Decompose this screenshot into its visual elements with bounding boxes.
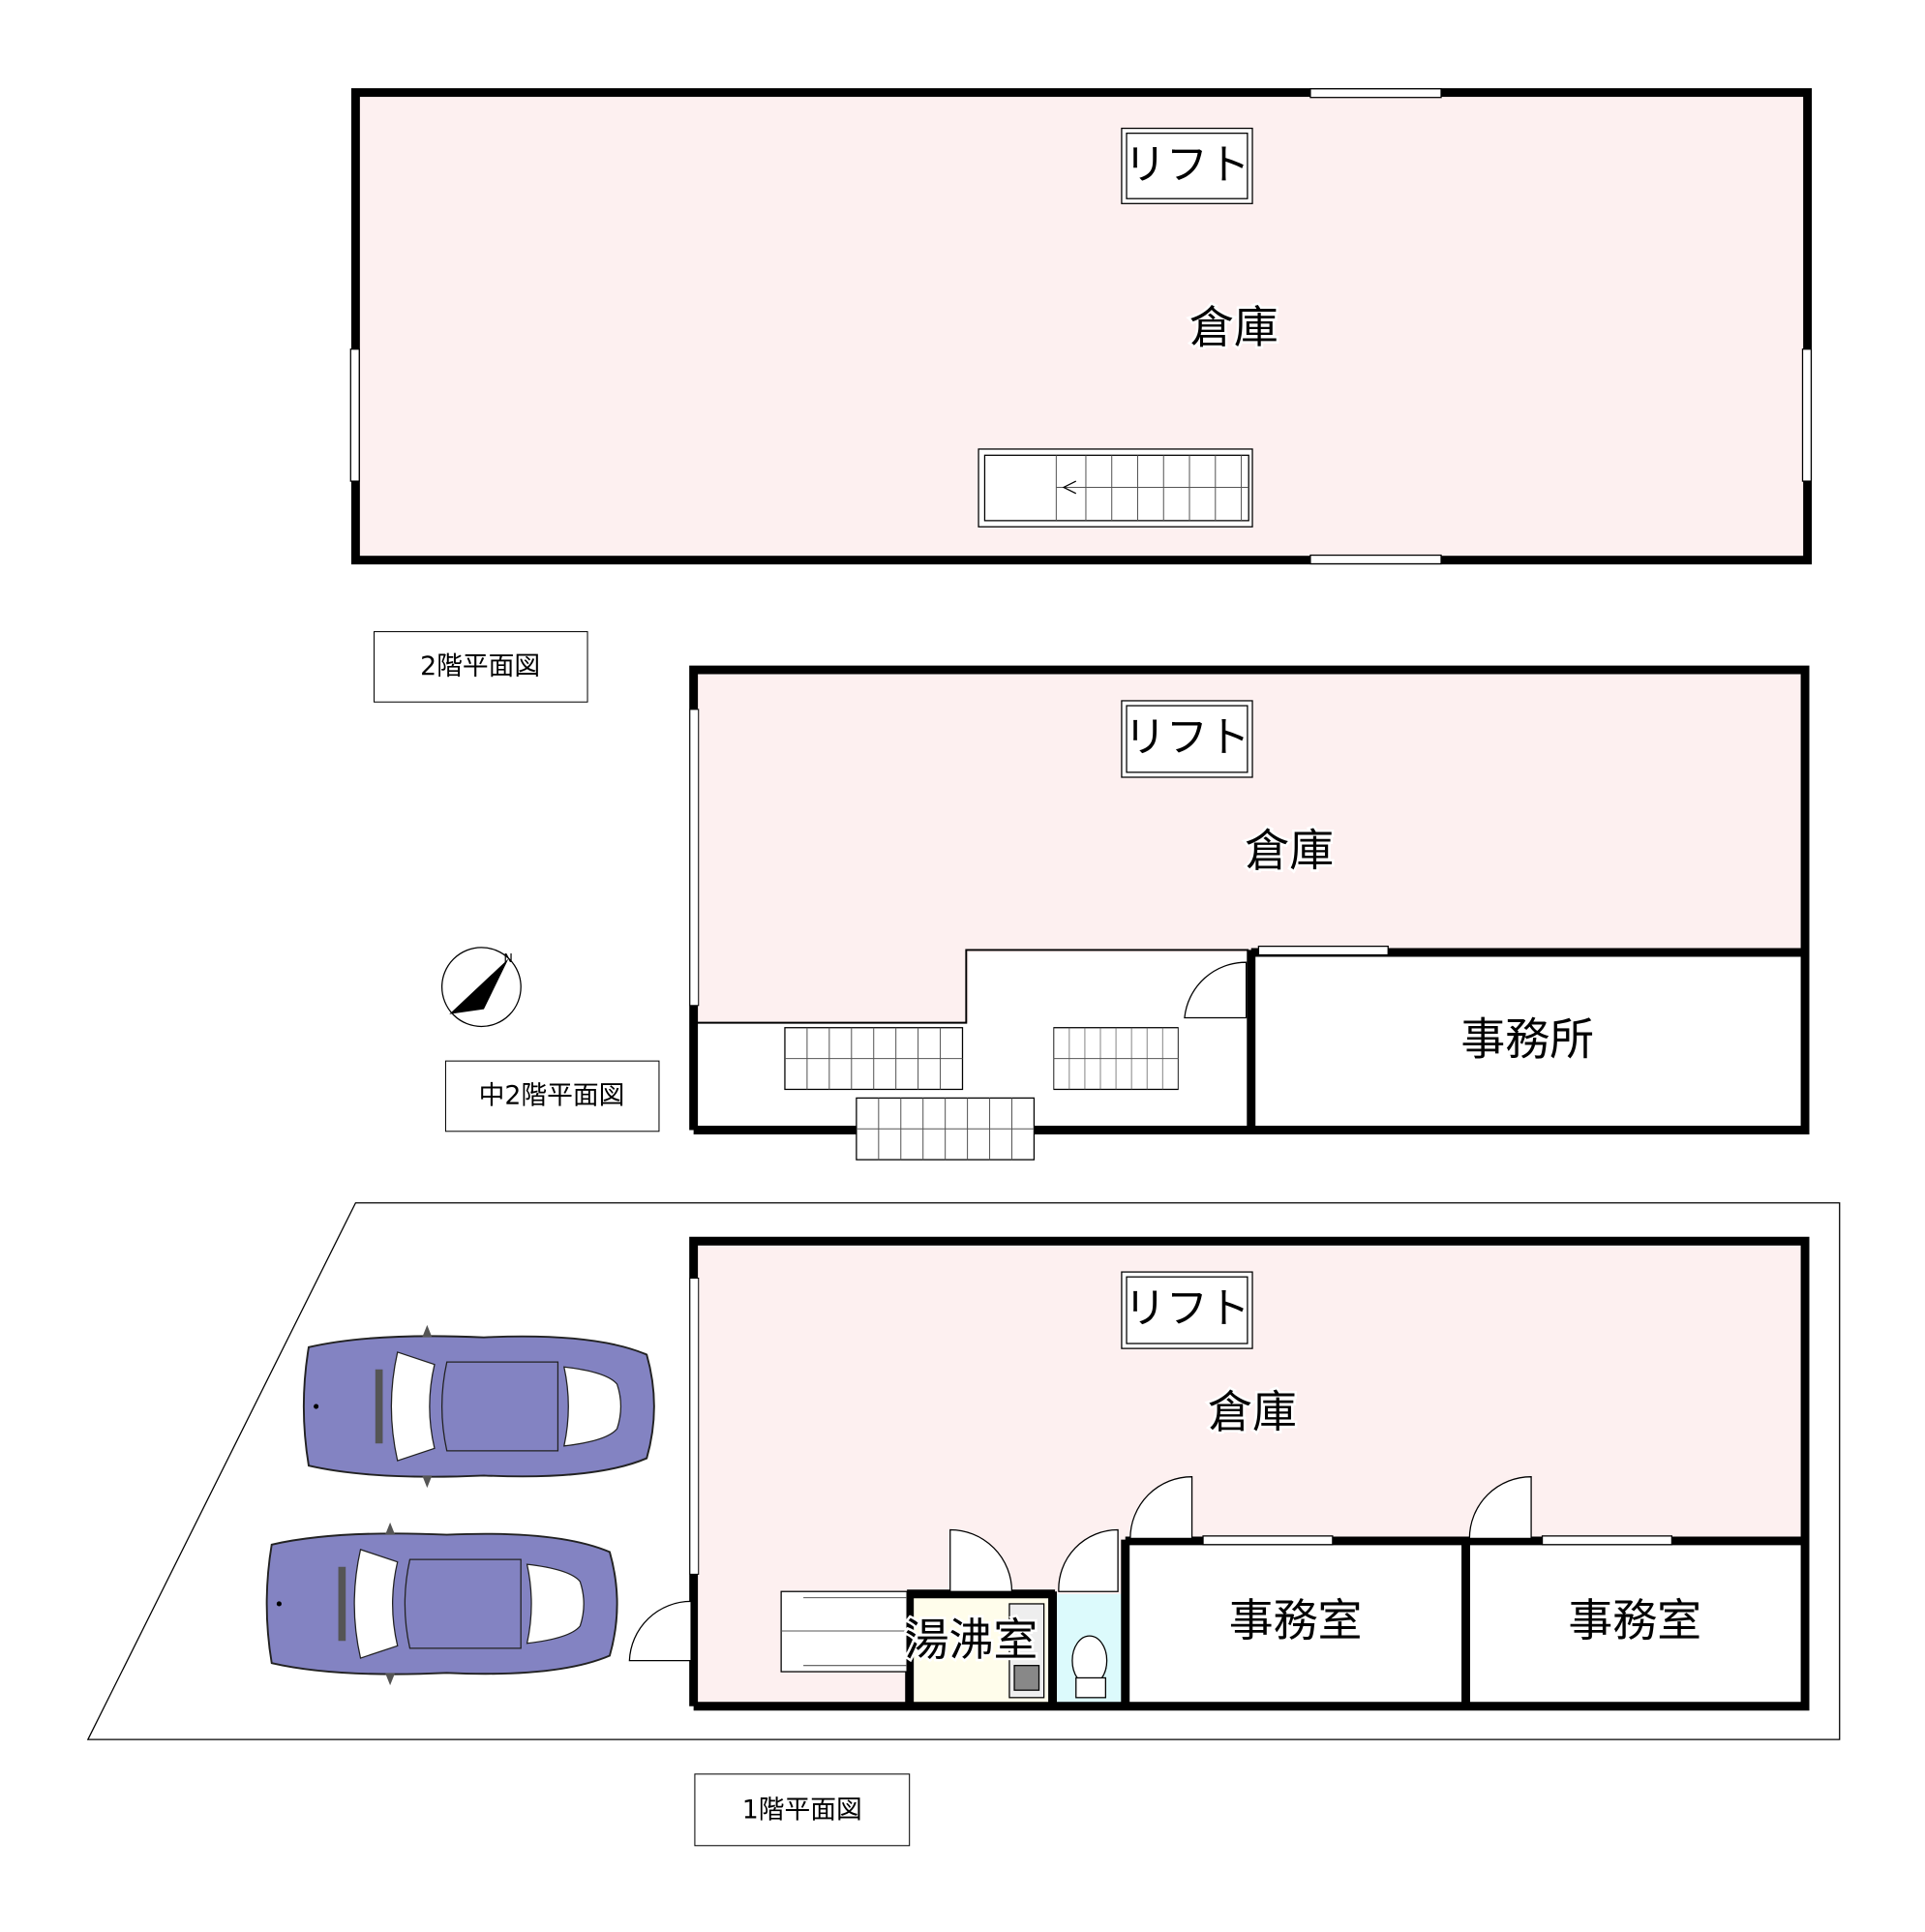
floor-label: 1階平面図 bbox=[742, 1796, 862, 1826]
compass-icon: N bbox=[440, 947, 522, 1028]
exterior-wall bbox=[350, 88, 1813, 565]
mezzanine-floor-plan: リフト 倉庫 事務所 N 中2階平面図 bbox=[440, 665, 1810, 1161]
storage-label: 倉庫 bbox=[1208, 1385, 1297, 1437]
interior-wall bbox=[905, 1536, 1806, 1706]
stairs bbox=[978, 448, 1253, 528]
floor-label: 中2階平面図 bbox=[479, 1081, 625, 1111]
floor-label-box bbox=[444, 1060, 660, 1132]
storage-label: 倉庫 bbox=[1189, 301, 1278, 353]
stairs bbox=[784, 1027, 964, 1091]
office-2-label: 事務室 bbox=[1568, 1594, 1701, 1646]
lift-label: リフト bbox=[1124, 713, 1249, 762]
door bbox=[1184, 961, 1248, 1019]
storage-label: 倉庫 bbox=[1245, 825, 1334, 877]
car-icon bbox=[265, 1521, 618, 1687]
office-label: 事務所 bbox=[1460, 1013, 1594, 1066]
stairs bbox=[1053, 1027, 1179, 1091]
compass-north-label: N bbox=[503, 951, 513, 966]
door bbox=[628, 1476, 1532, 1662]
floor-label-box bbox=[374, 631, 588, 703]
stairs bbox=[780, 1590, 908, 1673]
stairs bbox=[856, 1097, 1036, 1161]
window bbox=[689, 709, 700, 1007]
kitchenette-label: 湯沸室 bbox=[905, 1614, 1038, 1666]
window bbox=[1541, 1535, 1673, 1546]
first-floor-plan: リフト 倉庫 湯沸室 事務室 事務室 1階平面図 bbox=[86, 1202, 1841, 1847]
floor-label: 2階平面図 bbox=[420, 651, 540, 681]
site-boundary bbox=[86, 1202, 1841, 1740]
lift: リフト bbox=[1121, 127, 1253, 204]
office-1-label: 事務室 bbox=[1229, 1594, 1363, 1646]
sink bbox=[1008, 1603, 1045, 1699]
window bbox=[689, 1277, 700, 1575]
lift-label: リフト bbox=[1124, 141, 1249, 190]
window bbox=[1257, 945, 1389, 956]
window bbox=[1202, 1535, 1334, 1546]
car-icon bbox=[302, 1323, 655, 1490]
floor-label-box bbox=[694, 1773, 911, 1847]
toilet-icon bbox=[1071, 1635, 1108, 1699]
window bbox=[349, 88, 1813, 565]
second-floor-plan: リフト 倉庫 2階平面図 bbox=[349, 88, 1813, 703]
storage-area bbox=[697, 670, 1802, 1023]
lift-label: リフト bbox=[1124, 1284, 1249, 1333]
